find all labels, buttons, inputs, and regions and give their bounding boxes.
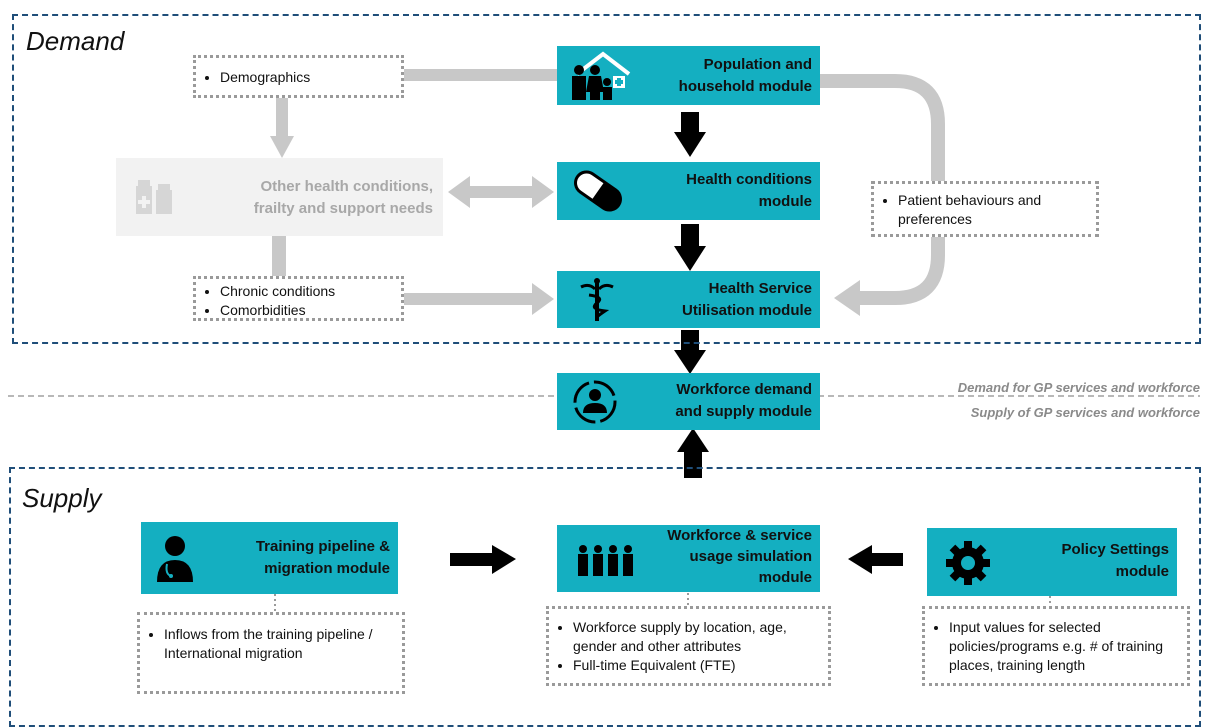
- black-arrow-2-head: [674, 246, 706, 271]
- gear-icon: [945, 540, 991, 591]
- training-line2: migration module: [264, 560, 390, 577]
- simulation-module: Workforce & service usage simulation mod…: [557, 525, 820, 592]
- gray-curve-arrow-head: [834, 280, 860, 316]
- gray-connector-demographics: [404, 69, 557, 81]
- black-arrow-1-shaft: [681, 112, 699, 134]
- supply-label: Supply: [22, 483, 102, 513]
- caduceus-icon: [579, 277, 615, 328]
- divider-supply-text: Supply of GP services and workforce: [970, 405, 1200, 420]
- chronic-conditions-item: Chronic conditions: [220, 282, 401, 301]
- simulation-line2: usage simulation: [689, 548, 812, 565]
- medicine-bottles-icon: [132, 174, 176, 223]
- comorbidities-item: Comorbidities: [220, 301, 401, 320]
- population-line1: Population and: [703, 56, 812, 73]
- gray-double-arrow-right-head: [532, 176, 554, 208]
- other-health-line1: Other health conditions,: [260, 178, 433, 195]
- utilisation-line2: Utilisation module: [681, 302, 812, 319]
- doctor-icon: [155, 534, 195, 589]
- training-pipeline-module: Training pipeline & migration module: [141, 522, 398, 594]
- black-arrow-3-shaft: [681, 330, 699, 352]
- black-arrow-2-shaft: [681, 224, 699, 248]
- demographics-note: Demographics: [193, 55, 404, 98]
- workforce-ds-line1: Workforce demand: [676, 381, 812, 398]
- gray-arrow-chronic-head: [532, 283, 554, 315]
- workforce-demand-supply-module: Workforce demand and supply module: [557, 373, 820, 430]
- gray-double-arrow-left-head: [448, 176, 470, 208]
- input-values-note: Input values for selected policies/progr…: [922, 606, 1190, 686]
- policy-line1: Policy Settings: [1061, 541, 1169, 558]
- simulation-line3: module: [758, 569, 812, 586]
- gray-connector-other-chronic: [272, 236, 286, 278]
- health-conditions-line2: module: [758, 193, 812, 210]
- utilisation-module: Health Service Utilisation module: [557, 271, 820, 328]
- patient-behaviours-item: Patient behaviours and preferences: [898, 191, 1096, 229]
- black-arrow-right-head: [492, 545, 516, 574]
- health-conditions-module: Health conditions module: [557, 162, 820, 220]
- gray-arrow-demographics-down-head: [270, 136, 294, 158]
- person-cycle-icon: [569, 377, 621, 432]
- black-arrow-up-shaft: [684, 450, 702, 478]
- family-house-icon: [567, 50, 631, 107]
- black-arrow-left-head: [848, 545, 872, 574]
- black-arrow-left-shaft: [870, 553, 903, 566]
- other-health-line2: frailty and support needs: [253, 200, 433, 217]
- gray-double-arrow-shaft: [468, 186, 534, 198]
- divider-demand-text: Demand for GP services and workforce: [957, 380, 1200, 395]
- pill-capsule-icon: [569, 170, 627, 217]
- workforce-ds-line2: and supply module: [675, 403, 812, 420]
- training-line1: Training pipeline &: [255, 538, 390, 555]
- people-group-icon: [575, 545, 637, 582]
- population-module: Population and household module: [557, 46, 820, 105]
- policy-settings-module: Policy Settings module: [927, 528, 1177, 596]
- inflows-item: Inflows from the training pipeline / Int…: [164, 625, 392, 663]
- demand-section: [12, 14, 1201, 344]
- chronic-conditions-note: Chronic conditions Comorbidities: [193, 276, 404, 321]
- population-line2: household module: [678, 78, 812, 95]
- input-values-item: Input values for selected policies/progr…: [949, 618, 1179, 675]
- health-conditions-line1: Health conditions: [686, 171, 812, 188]
- workforce-supply-note: Workforce supply by location, age, gende…: [546, 606, 831, 686]
- demand-label: Demand: [26, 26, 125, 56]
- black-arrow-3-head: [674, 350, 706, 374]
- demographics-item: Demographics: [220, 68, 401, 87]
- workforce-supply-item: Workforce supply by location, age, gende…: [573, 618, 822, 656]
- utilisation-line1: Health Service: [708, 280, 812, 297]
- other-health-conditions-module: Other health conditions, frailty and sup…: [116, 158, 443, 236]
- black-arrow-up-head: [677, 428, 709, 452]
- inflows-note: Inflows from the training pipeline / Int…: [137, 612, 405, 694]
- black-arrow-1-head: [674, 132, 706, 157]
- gray-arrow-chronic-shaft: [404, 293, 534, 305]
- simulation-line1: Workforce & service: [667, 527, 812, 544]
- black-arrow-right-shaft: [450, 553, 494, 566]
- gray-arrow-demographics-down-shaft: [276, 98, 288, 138]
- patient-behaviours-note: Patient behaviours and preferences: [871, 181, 1099, 237]
- policy-line2: module: [1115, 563, 1169, 580]
- fte-item: Full-time Equivalent (FTE): [573, 656, 822, 675]
